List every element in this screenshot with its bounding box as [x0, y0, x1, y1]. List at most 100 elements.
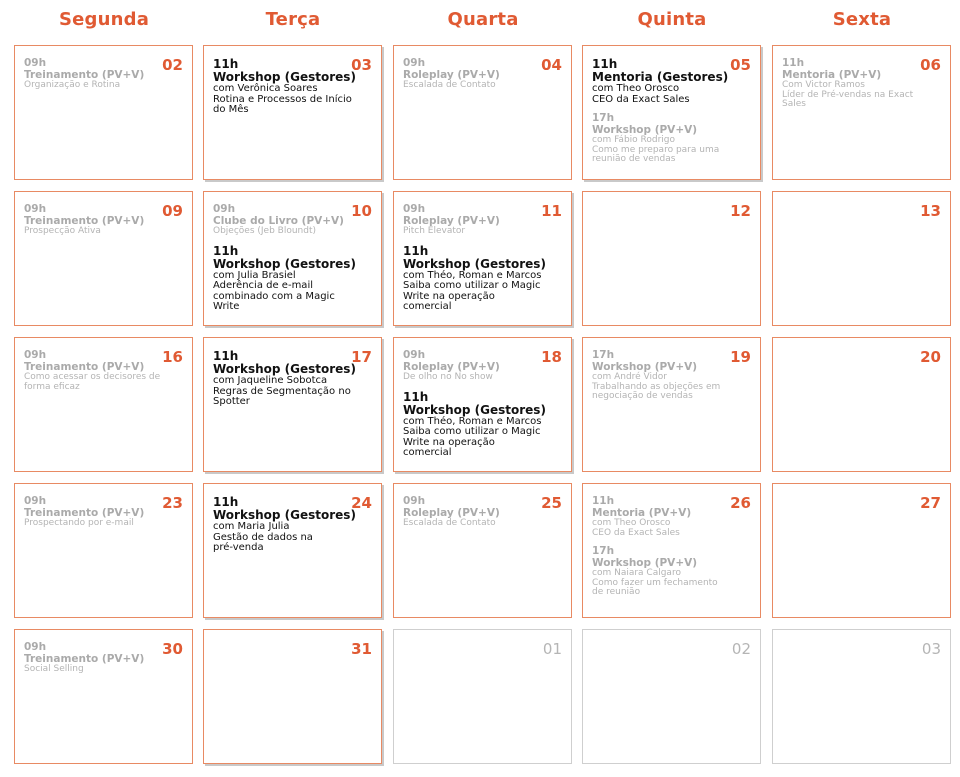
day-number: 19 — [730, 348, 751, 366]
calendar-day-cell[interactable]: 01 — [393, 629, 572, 764]
event-time: 11h — [782, 57, 805, 69]
event-detail: com Fábio Rodrigo — [592, 135, 676, 145]
event-detail: Organização e Rotina — [24, 80, 121, 90]
calendar-day-cell[interactable]: 27 — [772, 483, 951, 618]
day-number: 30 — [162, 640, 183, 658]
event-title: Treinamento (PV+V) — [24, 361, 145, 373]
weekday-header: Quarta — [447, 9, 519, 30]
event-detail: com Theo Orosco — [592, 83, 680, 94]
day-number: 04 — [541, 56, 562, 74]
day-number: 05 — [730, 56, 751, 74]
event-detail: Saiba como utilizar o Magic — [403, 280, 541, 291]
event-detail: De olho no No show — [403, 372, 493, 382]
day-number: 03 — [921, 640, 941, 658]
event-title: Roleplay (PV+V) — [403, 69, 500, 81]
event-detail: pré-venda — [213, 542, 264, 553]
event-title: Treinamento (PV+V) — [24, 653, 145, 665]
calendar-day-cell[interactable]: 13 — [772, 191, 951, 326]
event-title: Workshop (PV+V) — [592, 557, 698, 569]
event-detail: com Maria Julia — [213, 521, 290, 532]
event-detail: Regras de Segmentação no — [213, 385, 351, 397]
event-detail: com Naiara Calgaro — [592, 568, 681, 578]
day-number: 02 — [731, 640, 751, 658]
event-time: 09h — [24, 203, 47, 215]
event-title: Mentoria (Gestores) — [592, 70, 729, 84]
day-number: 10 — [351, 202, 372, 220]
day-number: 18 — [541, 348, 562, 366]
event-detail: Como acessar os decisores de — [24, 372, 161, 382]
event-time: 09h — [24, 57, 47, 69]
event-title: Workshop (Gestores) — [213, 508, 356, 522]
event-time: 17h — [592, 545, 615, 557]
calendar-day-cell[interactable]: 02 — [582, 629, 761, 764]
event-detail: Escalada de Contato — [403, 518, 496, 528]
calendar-day-cell[interactable]: 03 — [772, 629, 951, 764]
event-title: Treinamento (PV+V) — [24, 507, 145, 519]
day-number: 23 — [162, 494, 183, 512]
event-title: Treinamento (PV+V) — [24, 215, 145, 227]
calendar-day-cell[interactable]: 31 — [203, 629, 382, 764]
calendar-day-cell[interactable]: 12 — [582, 191, 761, 326]
event-detail: forma eficaz — [24, 381, 80, 392]
event-detail: Sales — [782, 99, 806, 109]
event-detail: com Verônica Soares — [213, 83, 318, 94]
event-time: 09h — [24, 495, 47, 507]
event-detail: Prospectando por e-mail — [24, 518, 134, 528]
event-detail: Como me preparo para uma — [592, 144, 720, 155]
event-detail: Pitch Elevator — [403, 226, 466, 236]
calendar-day-cell[interactable]: 20 — [772, 337, 951, 472]
event-detail: com Julia Brasiel — [213, 269, 296, 281]
event-detail: Com Victor Ramos — [782, 80, 865, 90]
event-detail: com Jaqueline Sobotca — [213, 375, 328, 386]
